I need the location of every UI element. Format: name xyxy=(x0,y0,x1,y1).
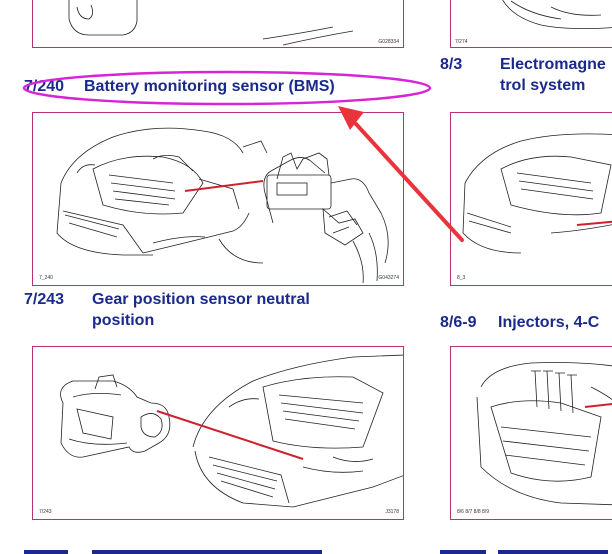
section-number: 8/6-9 xyxy=(440,314,477,331)
figure-bms: 7_240 G043274 xyxy=(32,112,404,286)
ref-code: J3178 xyxy=(385,509,399,515)
figure-top-right: 7/274 xyxy=(450,0,612,48)
top-left-illustration xyxy=(68,0,354,46)
ref-code: G028334 xyxy=(378,39,399,45)
figure-gear: 7/243 J3178 xyxy=(32,346,404,520)
bottom-left-heading-fragment xyxy=(24,546,324,554)
bms-pointer-line xyxy=(184,180,264,192)
car-engine-gear-illustration xyxy=(60,354,403,508)
engine-injectors-illustration xyxy=(476,362,612,506)
gear-pointer-line xyxy=(156,410,304,460)
ref-code: G043274 xyxy=(378,275,399,281)
section-number: 7/243 xyxy=(24,291,65,308)
section-title-line2: position xyxy=(92,312,155,329)
section-number: 8/3 xyxy=(440,56,463,73)
figure-top-left: G028334 xyxy=(32,0,404,48)
fig-code: 8_3 xyxy=(457,275,466,281)
car-engine-electro-illustration xyxy=(462,133,612,254)
fig-code: 7/274 xyxy=(455,39,468,45)
section-title: Battery monitoring sensor (BMS) xyxy=(84,78,335,95)
cut-text-fragment xyxy=(440,550,608,554)
bottom-right-heading-fragment xyxy=(440,546,612,554)
section-title-line1: Electromagne xyxy=(500,56,606,73)
injectors-pointer-line xyxy=(584,402,612,408)
section-title-line1: Gear position sensor neutral xyxy=(92,291,310,308)
section-title-line2: trol system xyxy=(500,77,586,94)
figure-injectors: 8/6 8/7 8/8 8/9 xyxy=(450,346,612,520)
section-title: Injectors, 4-C xyxy=(498,314,600,331)
electro-pointer-line xyxy=(576,220,612,226)
car-engine-bms-illustration xyxy=(56,127,389,284)
fig-code: 8/6 8/7 8/8 8/9 xyxy=(457,509,489,515)
cut-text-fragment xyxy=(24,550,322,554)
fig-code: 7_240 xyxy=(39,275,53,281)
engine-illustration-top xyxy=(502,0,612,29)
figure-electro: 8_3 xyxy=(450,112,612,286)
section-number: 7/240 xyxy=(24,78,65,95)
fig-code: 7/243 xyxy=(39,509,52,515)
